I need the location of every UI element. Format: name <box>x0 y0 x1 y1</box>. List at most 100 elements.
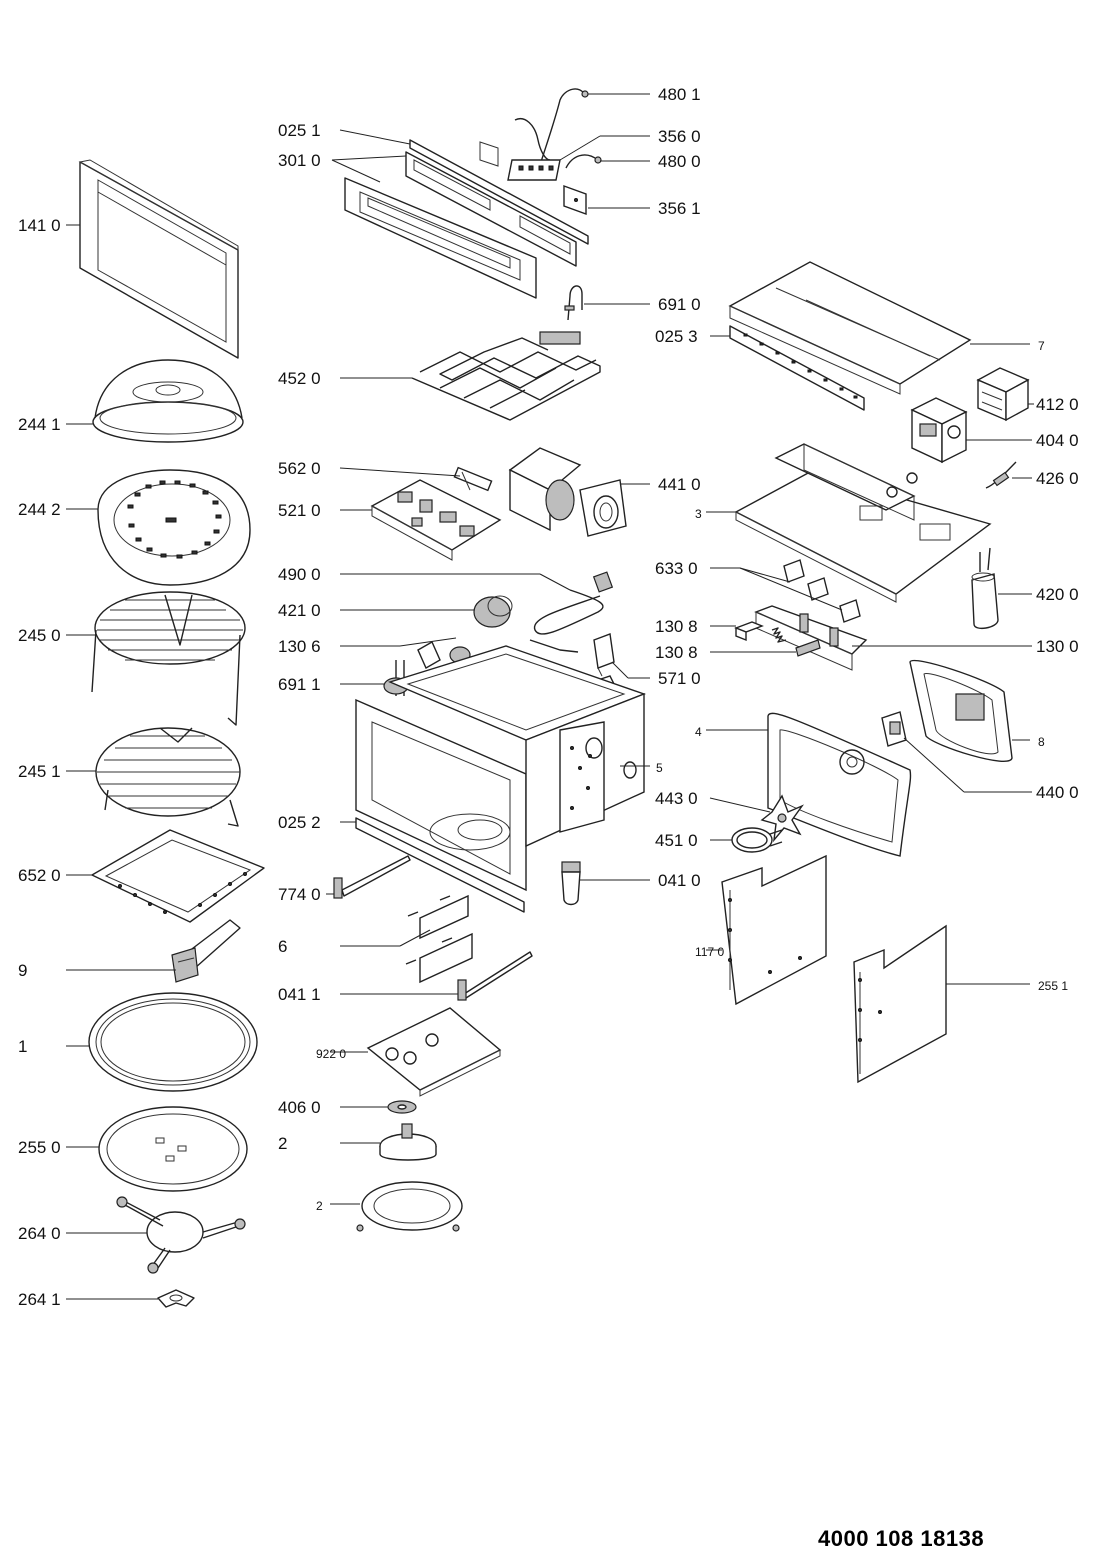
part-label: 562 0 <box>278 459 321 478</box>
part-high-voltage-diode <box>985 461 1017 489</box>
part-stirrer-motor <box>881 711 907 747</box>
part-label: 025 3 <box>655 327 698 346</box>
leader-301-0b <box>331 159 381 183</box>
part-label: 571 0 <box>658 669 701 688</box>
leader-562-0 <box>339 467 461 477</box>
part-rear-panel <box>767 712 912 857</box>
part-label: 2 <box>278 1134 287 1153</box>
part-label: 255 1 <box>1038 979 1068 993</box>
part-label: 117 0 <box>695 945 724 959</box>
part-label: 5 <box>656 761 663 775</box>
part-label: 244 1 <box>18 415 61 434</box>
part-power-board <box>370 479 502 561</box>
part-chassis-base <box>734 443 992 603</box>
part-label: 922 0 <box>316 1047 346 1061</box>
part-label: 412 0 <box>1036 395 1079 414</box>
part-tray-handle <box>171 919 241 983</box>
part-switch-bracket <box>754 605 868 671</box>
part-label: 041 0 <box>658 871 701 890</box>
part-microwave-cover <box>92 359 244 443</box>
part-drive-coupler <box>157 1289 195 1308</box>
part-wiring-harness-b <box>565 154 602 169</box>
part-label: 025 1 <box>278 121 321 140</box>
leader-557-0b <box>399 637 457 647</box>
part-microswitches <box>783 559 861 623</box>
part-label: 130 0 <box>1036 637 1079 656</box>
part-label: 480 0 <box>658 152 701 171</box>
leader-774-0b <box>399 929 431 947</box>
part-label: 633 0 <box>655 559 698 578</box>
part-fuse <box>453 466 493 492</box>
part-hinge-right <box>457 951 533 1001</box>
part-label: 521 0 <box>278 501 321 520</box>
part-label: 264 1 <box>18 1290 61 1309</box>
part-top-cover <box>728 261 972 395</box>
part-label: 404 0 <box>1036 431 1079 450</box>
part-label: 4 <box>695 725 702 739</box>
part-washer <box>387 1100 417 1114</box>
part-waveguide-cover <box>909 659 1013 762</box>
part-label: 440 0 <box>1036 783 1079 802</box>
part-trim-strip-side <box>729 325 865 411</box>
leader-301-0 <box>331 155 407 161</box>
part-hinge-left <box>333 855 411 899</box>
part-label: 3 <box>695 507 702 521</box>
part-low-rack <box>95 727 241 827</box>
part-label: 025 2 <box>278 813 321 832</box>
part-label: 420 0 <box>1036 585 1079 604</box>
part-temperature-sensor <box>564 285 583 321</box>
leader-633-0b <box>739 567 791 583</box>
part-transformer <box>976 367 1030 422</box>
part-label: 652 0 <box>18 866 61 885</box>
part-trim-strip-top <box>409 139 589 245</box>
part-side-panel-left <box>721 854 827 1006</box>
part-label: 255 0 <box>18 1138 61 1157</box>
part-oven-cavity <box>355 645 647 892</box>
part-label: 130 8 <box>655 617 698 636</box>
document-number: 4000 108 18138 <box>818 1526 985 1551</box>
part-label: 7 <box>1038 339 1045 353</box>
part-spring <box>771 627 821 657</box>
part-oven-lamp <box>561 861 581 906</box>
part-label: 264 0 <box>18 1224 61 1243</box>
leader-571-0 <box>611 661 629 679</box>
part-switch-pad <box>734 621 764 642</box>
part-roller-support <box>116 1196 246 1274</box>
part-turntable-plate <box>98 1106 248 1192</box>
part-high-rack <box>91 591 246 726</box>
part-label: 443 0 <box>655 789 698 808</box>
part-side-panel-right <box>853 924 947 1084</box>
part-control-panel-frame <box>344 151 577 299</box>
part-label: 9 <box>18 961 27 980</box>
part-label: 691 1 <box>278 675 321 694</box>
leader-443-0 <box>709 797 771 813</box>
part-crisp-plate <box>97 469 251 586</box>
part-hinge-kit <box>405 894 473 984</box>
part-door-glass <box>78 159 239 359</box>
part-high-voltage-capacitor <box>971 547 999 630</box>
part-label: 356 0 <box>658 127 701 146</box>
part-label: 406 0 <box>278 1098 321 1117</box>
part-motor-capacitor <box>473 595 513 628</box>
part-label: 245 1 <box>18 762 61 781</box>
part-label: 245 0 <box>18 626 61 645</box>
part-label: 480 1 <box>658 85 701 104</box>
part-power-cord <box>529 571 614 653</box>
part-label: 301 0 <box>278 151 321 170</box>
part-label: 490 0 <box>278 565 321 584</box>
part-label: 441 0 <box>658 475 701 494</box>
part-control-board <box>479 141 561 181</box>
part-motor-bracket <box>366 1007 502 1097</box>
part-cooling-fan <box>508 447 627 537</box>
part-label: 8 <box>1038 735 1045 749</box>
leader-440-0 <box>903 737 965 793</box>
part-grill-element <box>411 331 601 421</box>
part-label: 421 0 <box>278 601 321 620</box>
part-turntable-ring <box>88 992 258 1092</box>
part-label: 356 1 <box>658 199 701 218</box>
leader-490-0b <box>539 573 571 591</box>
part-turntable-motor <box>379 1123 437 1161</box>
part-label: 452 0 <box>278 369 321 388</box>
part-label: 451 0 <box>655 831 698 850</box>
